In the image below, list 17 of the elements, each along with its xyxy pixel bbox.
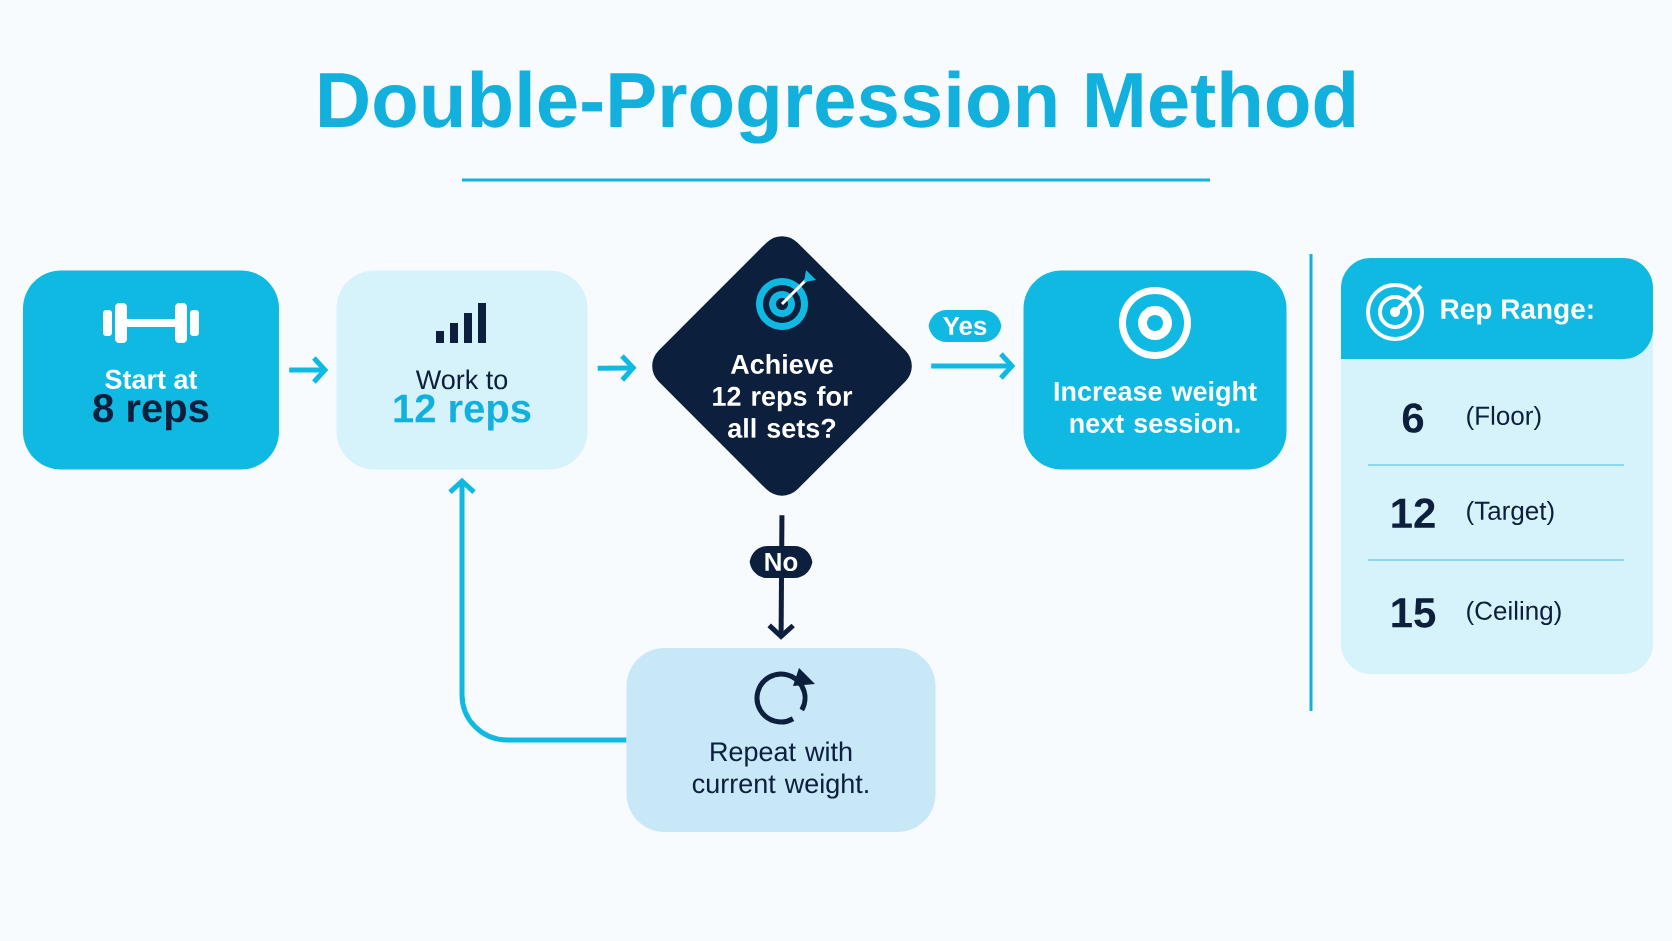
arrow bbox=[448, 477, 627, 743]
rep-number: 6 bbox=[1402, 403, 1424, 433]
range-note: (Ceiling) bbox=[1467, 600, 1561, 626]
process-box: Work to 12 reps bbox=[336, 270, 588, 470]
process-box: Repeat with current weight. bbox=[626, 648, 936, 832]
edge-label: No bbox=[749, 545, 813, 579]
title: Double-Progression Method bbox=[320, 70, 1354, 144]
arrow bbox=[289, 356, 329, 384]
edge-label: Yes bbox=[928, 309, 1002, 343]
arrow bbox=[931, 352, 1016, 380]
range-note: (Floor) bbox=[1467, 405, 1541, 431]
process-box: Start at 8 reps bbox=[23, 270, 279, 470]
rep-number: 15 bbox=[1392, 598, 1436, 628]
result-box: Increase weight next session. bbox=[1023, 270, 1287, 470]
arrow bbox=[597, 354, 637, 382]
rep-number: 12 bbox=[1392, 498, 1435, 528]
range-note: (Target) bbox=[1467, 500, 1554, 526]
